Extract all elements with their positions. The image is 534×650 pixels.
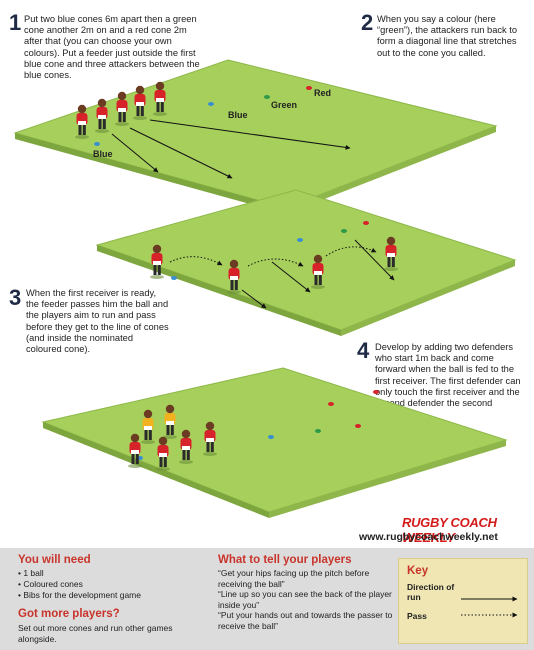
what-to-tell-title: What to tell your players	[218, 554, 352, 566]
key-box: Key Direction of run Pass	[398, 558, 528, 644]
brand-logo: RUGBY COACH WEEKLY	[402, 515, 497, 545]
pitch-3	[41, 367, 508, 518]
step-2-text: When you say a colour (here “green”), th…	[377, 14, 518, 58]
key-run-label: Direction of run	[407, 582, 455, 602]
step-2-number: 2	[361, 10, 374, 35]
pitch-2-arrows	[169, 239, 395, 309]
you-will-need-title: You will need	[18, 554, 91, 566]
step-1-number: 1	[9, 10, 22, 35]
key-pass-label: Pass	[407, 611, 427, 621]
pitch-1-cones	[94, 86, 312, 146]
key-run-arrow	[461, 596, 518, 602]
tell-item: “Put your hands out and towards the pass…	[218, 610, 393, 631]
more-players-text: Set out more cones and run other games a…	[18, 623, 173, 644]
pitch-2-cones	[171, 221, 369, 280]
cone-label-green: Green	[271, 100, 297, 110]
key-title: Key	[407, 565, 429, 577]
cone-label-blue-near: Blue	[93, 149, 113, 159]
step-1-text: Put two blue cones 6m apart then a green…	[24, 14, 200, 81]
website-url: www.rugbycoachweekly.net	[359, 531, 498, 543]
key-pass-arrow	[461, 612, 518, 618]
cone-label-blue-far: Blue	[228, 110, 248, 120]
tell-item: “Line up so you can see the back of the …	[218, 589, 392, 610]
pitch-1-run-arrows	[111, 119, 351, 179]
what-to-tell-section: What to tell your players “Get your hips…	[218, 554, 393, 631]
cone-label-red: Red	[314, 88, 331, 98]
step-3-text: When the first receiver is ready, the fe…	[26, 288, 169, 355]
step-3-number: 3	[9, 285, 22, 310]
tell-item: “Get your hips facing up the pitch befor…	[218, 568, 370, 589]
drill-diagrams: Blue Blue Green Red	[13, 59, 517, 518]
step-4-number: 4	[357, 338, 370, 363]
need-item: • 1 ball	[18, 568, 44, 578]
info-panel: You will need • 1 ball • Coloured cones …	[0, 548, 534, 650]
more-players-title: Got more players?	[18, 608, 120, 620]
you-will-need-section: You will need • 1 ball • Coloured cones …	[18, 554, 208, 644]
need-item: • Coloured cones	[18, 579, 83, 589]
need-item: • Bibs for the development game	[18, 590, 141, 600]
